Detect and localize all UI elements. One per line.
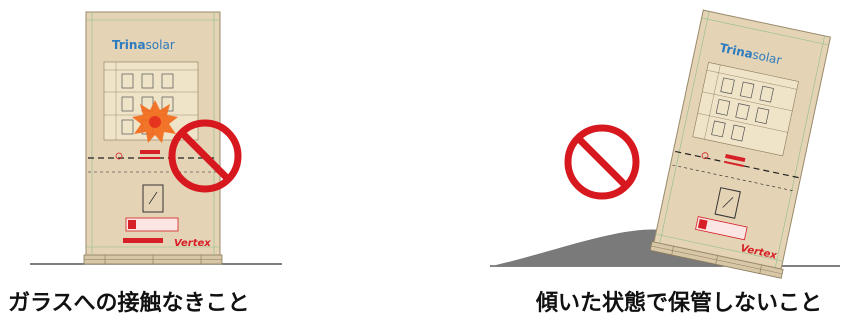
- pallet-left: [83, 254, 223, 265]
- footer-brand-left: Vertex: [174, 238, 211, 249]
- caption-no-tilted-storage: 傾いた状態で保管しないこと: [536, 291, 823, 316]
- instruction-table-right: [692, 62, 799, 157]
- brand-logo-left: Trinasolar: [112, 38, 175, 52]
- left-panel: Trinasolar: [30, 11, 282, 265]
- no-symbol-icon-left: [168, 119, 242, 193]
- caption-no-glass-contact: ガラスへの接触なきこと: [8, 291, 250, 316]
- right-panel: Trinasolar: [490, 9, 840, 279]
- module-box-right: Trinasolar: [649, 9, 832, 279]
- brand-logo-right: Trinasolar: [718, 41, 782, 68]
- no-symbol-icon-right: [564, 124, 640, 200]
